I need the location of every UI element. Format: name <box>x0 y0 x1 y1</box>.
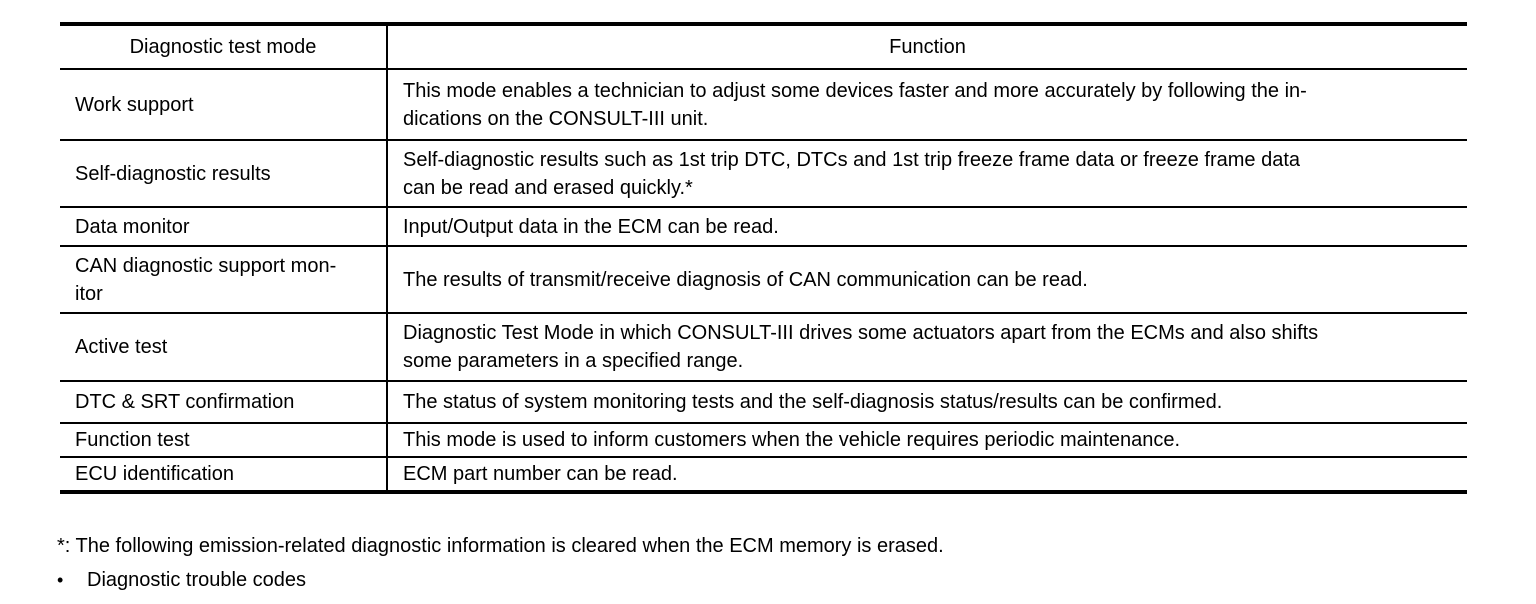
cell-function: This mode enables a technician to adjust… <box>403 79 1307 130</box>
cell-mode: Function test <box>60 423 388 457</box>
cell-function: The results of transmit/receive diagnosi… <box>403 268 1088 291</box>
footnote-asterisk-note: *: The following emission-related diagno… <box>57 535 944 557</box>
cell-mode: ECU identification <box>60 457 388 492</box>
table-row: Self-diagnostic results Self-diagnostic … <box>60 140 1467 207</box>
bullet-icon: • <box>57 570 64 590</box>
cell-function: This mode is used to inform customers wh… <box>403 429 1181 451</box>
cell-mode: Active test <box>60 313 388 381</box>
diagnostic-test-mode-table: Diagnostic test mode Function Work suppo… <box>60 22 1467 494</box>
list-item: • Diagnostic trouble codes <box>57 568 306 592</box>
table-row: Function test This mode is used to infor… <box>60 423 1467 457</box>
cell-function: Diagnostic Test Mode in which CONSULT-II… <box>403 322 1319 372</box>
table-row: ECU identification ECM part number can b… <box>60 457 1467 492</box>
table-row: Work support This mode enables a technic… <box>60 69 1467 140</box>
cell-mode: Data monitor <box>60 207 388 246</box>
table-row: CAN diagnostic support mon- itor The res… <box>60 246 1467 313</box>
cell-function: ECM part number can be read. <box>403 463 678 485</box>
table-row: Active test Diagnostic Test Mode in whic… <box>60 313 1467 381</box>
column-header-function: Function <box>889 36 966 58</box>
cell-function: Input/Output data in the ECM can be read… <box>403 215 779 238</box>
cell-function: Self-diagnostic results such as 1st trip… <box>403 148 1301 199</box>
cell-mode: Work support <box>60 69 388 140</box>
table-row: Data monitor Input/Output data in the EC… <box>60 207 1467 246</box>
cell-function: The status of system monitoring tests an… <box>403 391 1223 413</box>
column-header-diagnostic-test-mode: Diagnostic test mode <box>60 24 388 69</box>
table-header-row: Diagnostic test mode Function <box>60 24 1467 69</box>
bullet-text: Diagnostic trouble codes <box>87 569 307 591</box>
cell-mode: DTC & SRT confirmation <box>60 381 388 423</box>
cell-mode: Self-diagnostic results <box>60 140 388 207</box>
cell-mode: CAN diagnostic support mon- itor <box>60 246 388 313</box>
table-row: DTC & SRT confirmation The status of sys… <box>60 381 1467 423</box>
